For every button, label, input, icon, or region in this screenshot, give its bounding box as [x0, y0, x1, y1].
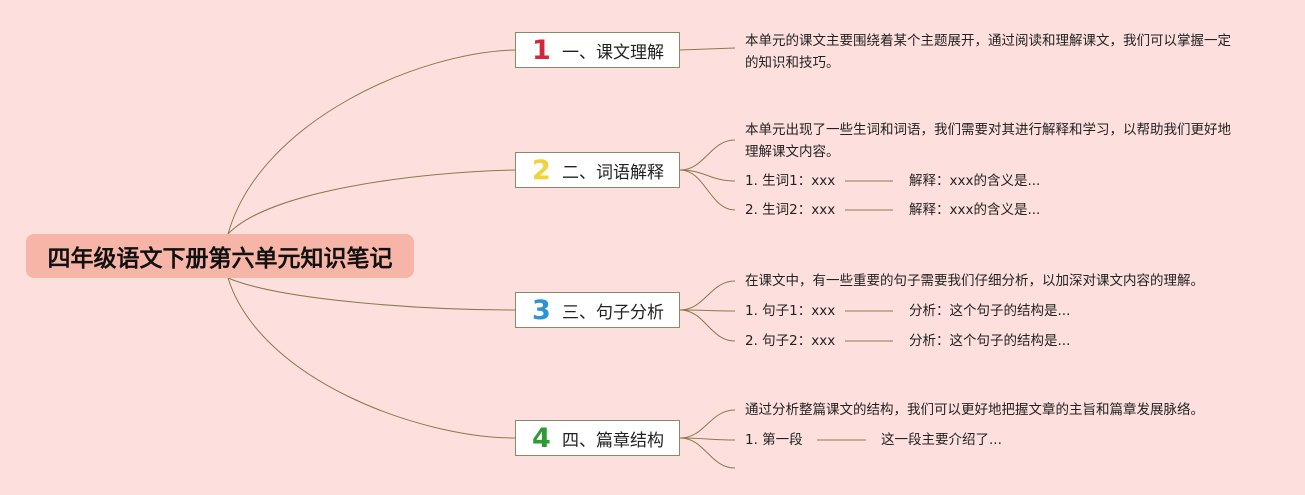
root-title: 四年级语文下册第六单元知识笔记	[47, 246, 393, 272]
branch-node-4[interactable]: 4 四、篇章结构	[515, 420, 680, 456]
number-1-icon: 1	[532, 34, 551, 66]
branch-node-2[interactable]: 2 二、词语解释	[515, 152, 680, 188]
branch2-item-2-sub[interactable]: 解释：xxx的含义是...	[909, 202, 1041, 218]
branch4-item-1-sub[interactable]: 这一段主要介绍了...	[881, 432, 1002, 448]
branch2-item-2[interactable]: 2. 生词2：xxx	[745, 202, 836, 218]
branch3-item-2-sub[interactable]: 分析：这个句子的结构是...	[909, 333, 1071, 349]
branch2-item-1-sub[interactable]: 解释：xxx的含义是...	[909, 173, 1041, 189]
number-4-icon: 4	[532, 422, 551, 454]
branch-label: 一、课文理解	[562, 42, 664, 63]
branch2-item-1[interactable]: 1. 生词1：xxx	[745, 173, 836, 189]
branch-label: 四、篇章结构	[562, 430, 664, 451]
branch2-description[interactable]: 本单元出现了一些生词和词语，我们需要对其进行解释和学习，以帮助我们更好地理解课文…	[745, 122, 1231, 160]
branch-label: 二、词语解释	[562, 162, 664, 183]
branch3-item-2[interactable]: 2. 句子2：xxx	[745, 333, 836, 349]
branch3-item-1-sub[interactable]: 分析：这个句子的结构是...	[909, 303, 1071, 319]
number-2-icon: 2	[532, 154, 551, 186]
branch-label: 三、句子分析	[562, 302, 664, 323]
branch4-item-1[interactable]: 1. 第一段	[745, 432, 803, 448]
branch1-description[interactable]: 本单元的课文主要围绕着某个主题展开，通过阅读和理解课文，我们可以掌握一定的知识和…	[745, 33, 1231, 71]
branch3-description[interactable]: 在课文中，有一些重要的句子需要我们仔细分析，以加深对课文内容的理解。	[745, 273, 1204, 289]
number-3-icon: 3	[532, 294, 551, 326]
branch-node-1[interactable]: 1 一、课文理解	[515, 32, 680, 68]
branch3-item-1[interactable]: 1. 句子1：xxx	[745, 303, 836, 319]
branch-node-3[interactable]: 3 三、句子分析	[515, 292, 680, 328]
branch4-description[interactable]: 通过分析整篇课文的结构，我们可以更好地把握文章的主旨和篇章发展脉络。	[745, 402, 1204, 418]
root-node[interactable]: 四年级语文下册第六单元知识笔记	[26, 234, 414, 278]
